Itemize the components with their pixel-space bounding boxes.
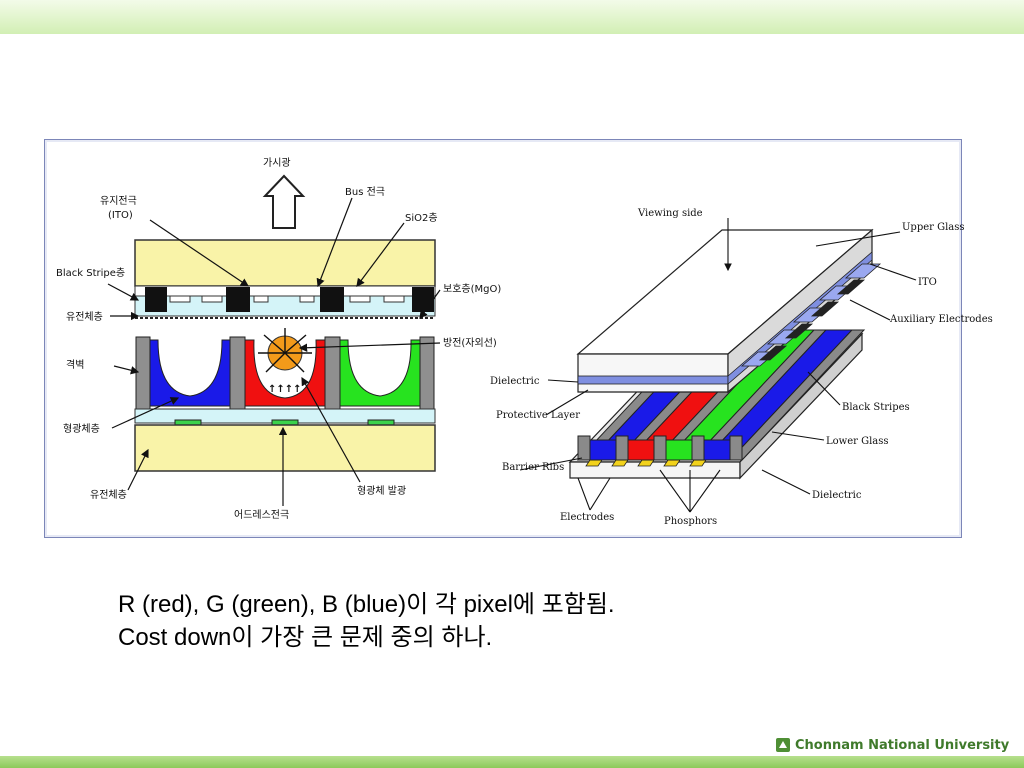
label-visible-light: 가시광 <box>263 157 291 169</box>
label-sio2-layer: SiO2층 <box>405 212 438 224</box>
caption-line-2: Cost down이 가장 큰 문제 중의 하나. <box>118 624 493 651</box>
label-phosphor-emission: 형광체 발광 <box>357 485 406 497</box>
label-barrier-rib: 격벽 <box>66 358 84 371</box>
upper-glass-plate <box>134 239 436 287</box>
label-dielectric-bottom: Dielectric <box>812 490 862 501</box>
label-dielectric-left: Dielectric <box>490 376 540 387</box>
label-upper-glass: Upper Glass <box>902 222 965 233</box>
green-phosphor-cell <box>339 339 421 407</box>
red-phosphor-cell <box>244 339 326 407</box>
caption-line-1: R (red), G (green), B (blue)이 각 pixel에 포… <box>118 591 615 618</box>
label-ito-right: ITO <box>918 277 937 288</box>
barrier-rib <box>229 336 246 410</box>
label-black-stripes: Black Stripes <box>842 402 910 413</box>
barrier-rib <box>135 336 151 410</box>
lower-glass-plate <box>134 424 436 472</box>
visible-light-arrow <box>262 174 306 229</box>
label-discharge-uv: 방전(자외선) <box>443 337 497 349</box>
label-auxiliary-electrodes: Auxiliary Electrodes <box>889 314 993 325</box>
label-phosphor-layer: 형광체층 <box>63 423 100 435</box>
label-phosphors: Phosphors <box>664 516 717 527</box>
exploded-3d-diagram: Viewing side Upper Glass ITO Auxiliary E… <box>490 208 993 527</box>
bottom-footer-band <box>0 756 1024 768</box>
label-protective-layer-mgo: 보호층(MgO) <box>443 283 501 295</box>
label-viewing-side: Viewing side <box>637 208 703 219</box>
label-address-electrode: 어드레스전극 <box>234 509 289 521</box>
label-lower-dielectric: 유전체층 <box>90 489 127 501</box>
top-header-band <box>0 0 1024 34</box>
caption-text: R (red), G (green), B (blue)이 각 pixel에 포… <box>118 588 898 654</box>
label-upper-dielectric: 유전체층 <box>66 311 103 323</box>
label-ito-left: (ITO) <box>108 210 133 221</box>
barrier-rib <box>419 336 435 410</box>
label-black-stripe: Black Stripe층 <box>56 267 125 279</box>
label-electrodes: Electrodes <box>560 512 614 523</box>
university-logo: Chonnam National University <box>776 736 1009 754</box>
university-name: Chonnam National University <box>795 737 1010 753</box>
label-lower-glass: Lower Glass <box>826 436 889 447</box>
svg-text:↑↑↑↑: ↑↑↑↑ <box>268 384 302 395</box>
label-protective-layer: Protective Layer <box>496 410 580 421</box>
label-barrier-ribs: Barrier Ribs <box>502 462 564 473</box>
cross-section-diagram: ↑↑↑↑ 가시광 유지전극 (ITO) Bus 전극 SiO2층 Black S… <box>56 157 501 521</box>
blue-phosphor-cell <box>149 339 231 407</box>
barrier-rib <box>324 336 341 410</box>
university-emblem-icon <box>776 738 790 752</box>
label-transparent-electrode: 유지전극 <box>100 195 137 207</box>
label-bus-electrode: Bus 전극 <box>345 186 385 198</box>
